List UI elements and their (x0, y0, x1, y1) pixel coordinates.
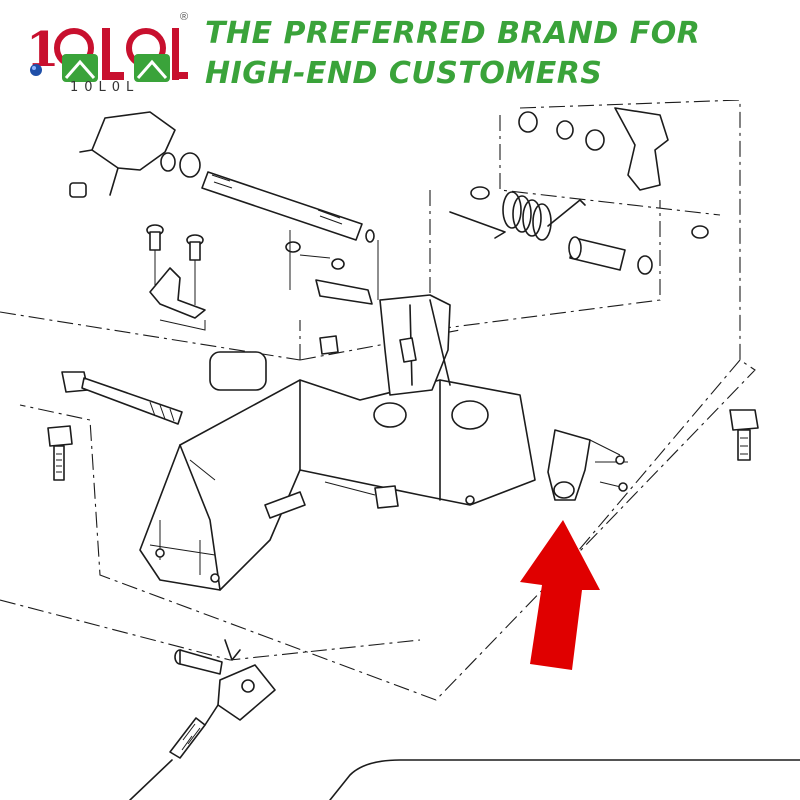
pedal-bracket (69, 111, 176, 198)
exploded-parts-diagram (0, 100, 800, 800)
registered-mark: ® (180, 11, 188, 23)
hex-nuts (319, 335, 417, 509)
hex-bolt-left (47, 425, 73, 481)
brand-logo: 1 ® (26, 11, 188, 82)
red-arrow-icon (520, 520, 600, 670)
mount-bolts (146, 224, 206, 331)
link-plate (285, 230, 379, 305)
logo-tile-icon (62, 54, 98, 82)
tagline: THE PREFERRED BRAND FOR HIGH-END CUSTOME… (205, 14, 795, 94)
pivot-shaft (201, 171, 375, 243)
cable-yoke (129, 664, 276, 800)
main-housing (139, 294, 536, 591)
logo-tile-icon-2 (134, 54, 170, 82)
cover-outline (329, 759, 800, 800)
tagline-line-2: HIGH-END CUSTOMERS (205, 56, 603, 91)
clevis-fork (547, 429, 628, 501)
return-spring (449, 186, 586, 241)
tagline-line-1: THE PREFERRED BRAND FOR (205, 16, 701, 51)
clevis-pin (174, 639, 241, 675)
upper-arm (518, 107, 709, 239)
logo-wordmark: 10L0L (70, 80, 140, 95)
spring-sleeve (568, 236, 653, 275)
hex-bolt-right (729, 409, 759, 461)
rubber-pad (209, 351, 267, 391)
long-bolt (61, 371, 183, 425)
spring-washer (160, 152, 201, 178)
globe-icon (30, 64, 42, 76)
